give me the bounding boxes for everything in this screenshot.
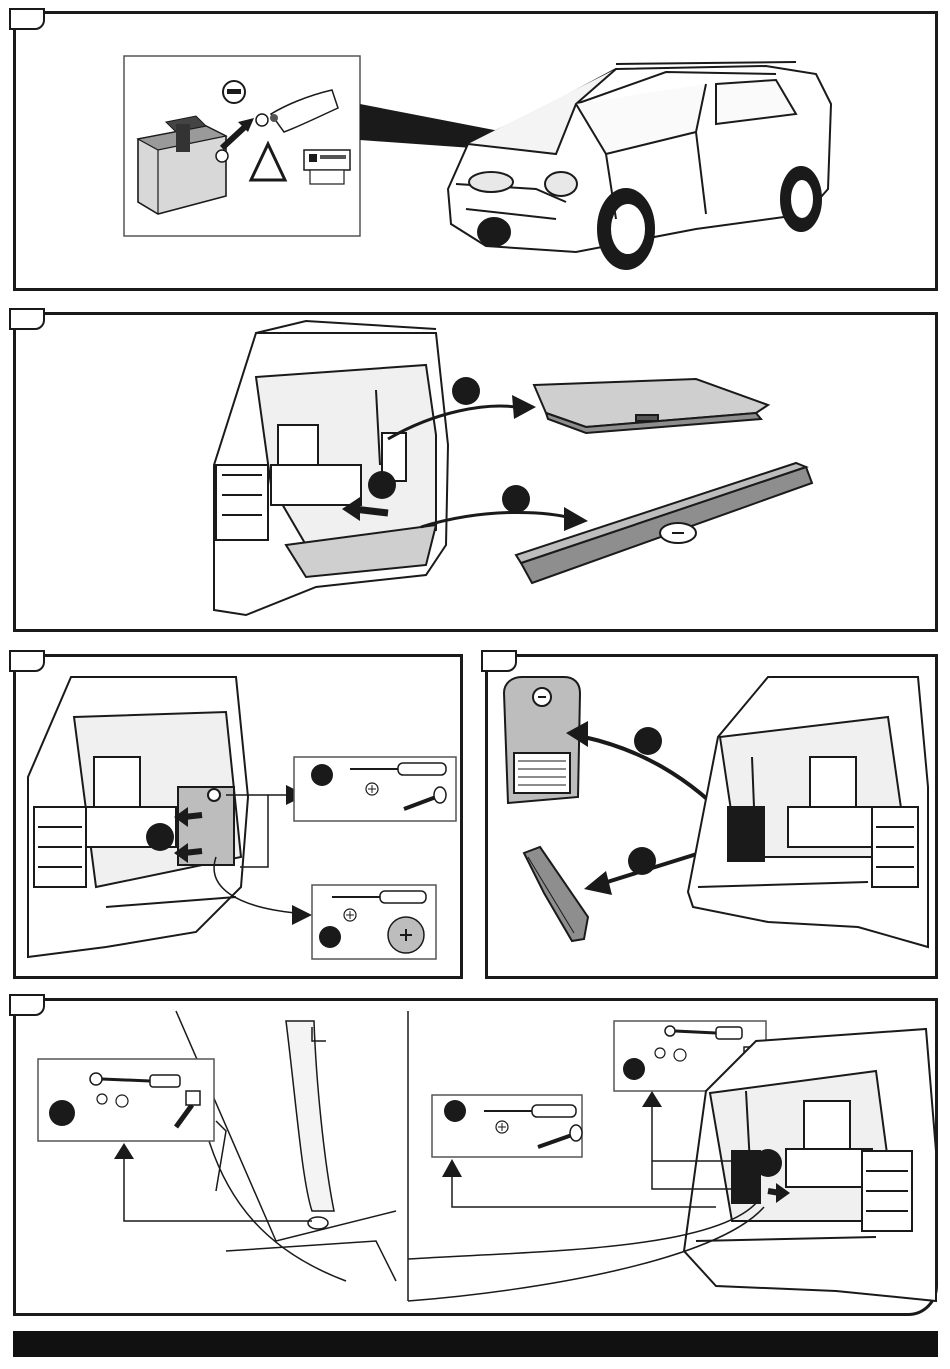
- callout-badge: [452, 377, 480, 405]
- hook-bracket-icon: [524, 847, 588, 941]
- step-4-tab: [481, 650, 517, 672]
- callout-badge: [49, 1100, 75, 1126]
- cross-screw-head-icon: [496, 1121, 508, 1133]
- step-5-tab: [9, 994, 45, 1016]
- manual-book-icon: [304, 150, 350, 184]
- callout-badge: [623, 1058, 645, 1080]
- step-1-illustration: [16, 14, 941, 294]
- callout-badge: [502, 485, 530, 513]
- step-5-panel: [13, 998, 938, 1316]
- step-2-panel: [13, 312, 938, 632]
- van-interior-left-icon: [28, 677, 248, 957]
- step-3-panel: [13, 654, 463, 979]
- sill-trim-icon: [516, 463, 812, 583]
- minivan-front-icon: [448, 62, 831, 269]
- minus-terminal-icon: [223, 81, 245, 103]
- step-5-illustration: [16, 1001, 941, 1319]
- step-2-illustration: [16, 315, 941, 635]
- step-1-tab: [9, 8, 45, 30]
- step-4-panel: [485, 654, 938, 979]
- cargo-cover-icon: [534, 379, 768, 433]
- cross-screw-head-icon: [366, 783, 378, 795]
- van-rear-open-icon: [214, 321, 448, 615]
- callout-badge: [634, 727, 662, 755]
- callout-badge: [754, 1149, 782, 1177]
- van-interior-right-icon: [688, 677, 928, 947]
- clip-cap-icon: [388, 917, 424, 953]
- callout-badge: [311, 764, 333, 786]
- step-3-tab: [9, 650, 45, 672]
- step-4-illustration: [488, 657, 941, 982]
- callout-badge: [319, 926, 341, 948]
- step-1-panel: [13, 11, 938, 291]
- seat-belt-anchor-closeup: [176, 1011, 396, 1281]
- callout-badge: [444, 1100, 466, 1122]
- cross-screw-head-icon: [344, 909, 356, 921]
- step-2-tab: [9, 308, 45, 330]
- callout-badge: [368, 471, 396, 499]
- side-panel-icon: [504, 677, 580, 803]
- footer-bar: [13, 1331, 938, 1357]
- step-3-illustration: [16, 657, 466, 982]
- callout-badge: [146, 823, 174, 851]
